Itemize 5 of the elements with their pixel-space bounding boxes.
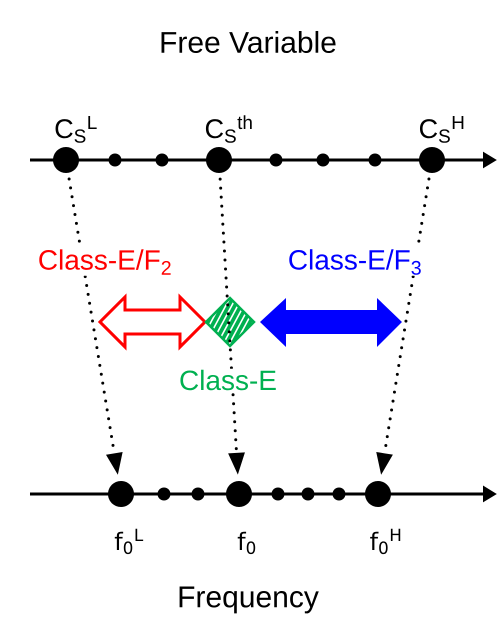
class-label: Class-E/F$_{2}$ [36,248,174,276]
class-label: Class-E/F$_{3}$ [286,248,424,276]
title: Free Variable [162,30,336,54]
class-label: Class-E [178,368,278,392]
axis-label: Frequency [176,586,320,614]
